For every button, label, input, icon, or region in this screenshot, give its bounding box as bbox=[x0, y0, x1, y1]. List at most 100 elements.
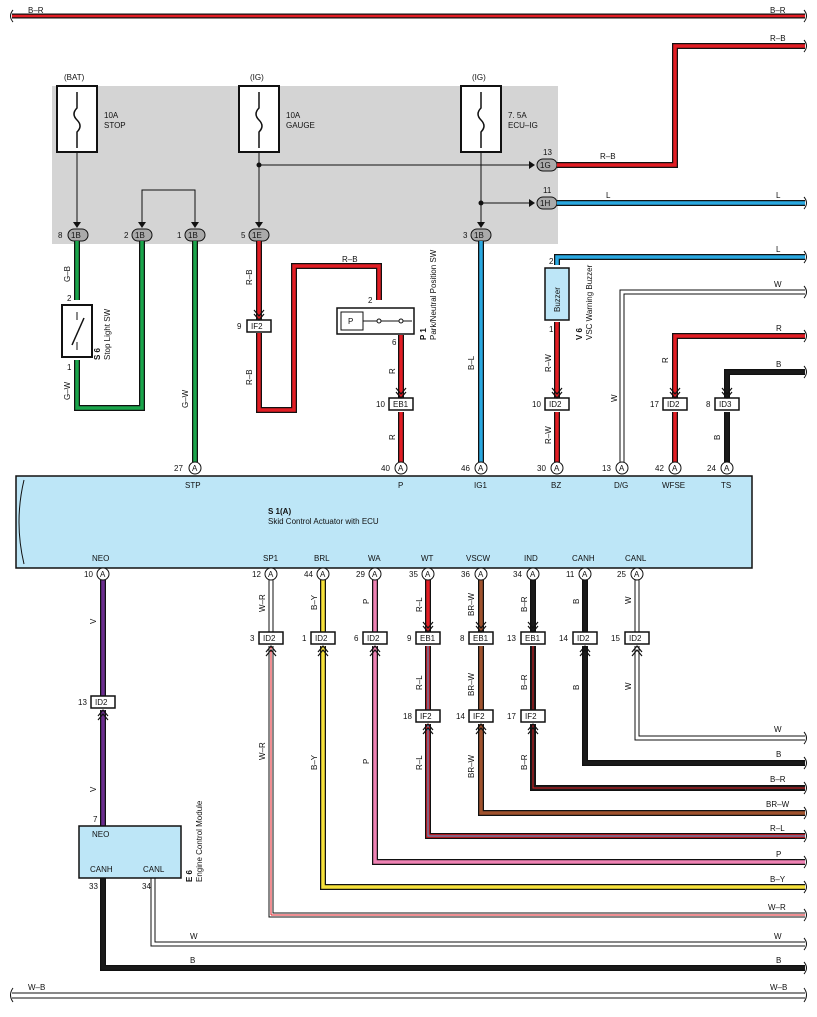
fuse-block-wiring bbox=[76, 152, 533, 226]
svg-text:G–W: G–W bbox=[181, 389, 190, 408]
svg-text:IF2: IF2 bbox=[473, 712, 485, 721]
svg-text:EB1: EB1 bbox=[420, 634, 436, 643]
svg-text:13: 13 bbox=[543, 148, 552, 157]
skid-control-ecu: S 1(A) Skid Control Actuator with ECU bbox=[15, 475, 753, 569]
junction-connector: 1B 3 bbox=[463, 228, 492, 242]
svg-text:10: 10 bbox=[532, 400, 541, 409]
svg-text:1H: 1H bbox=[540, 199, 550, 208]
svg-text:33: 33 bbox=[89, 882, 98, 891]
svg-text:30: 30 bbox=[537, 464, 546, 473]
svg-text:P: P bbox=[776, 850, 781, 859]
svg-text:R–W: R–W bbox=[544, 354, 553, 372]
fuse-icon bbox=[477, 92, 485, 148]
svg-text:STOP: STOP bbox=[104, 121, 126, 130]
svg-text:1B: 1B bbox=[135, 231, 145, 240]
svg-text:G–W: G–W bbox=[63, 381, 72, 400]
svg-text:35: 35 bbox=[409, 570, 418, 579]
svg-text:A: A bbox=[372, 570, 378, 579]
svg-text:B: B bbox=[713, 435, 722, 440]
svg-text:R–B: R–B bbox=[600, 152, 616, 161]
svg-text:13: 13 bbox=[507, 634, 516, 643]
svg-text:Park/Neutral Position SW: Park/Neutral Position SW bbox=[429, 249, 438, 340]
svg-text:27: 27 bbox=[174, 464, 183, 473]
svg-text:S 1(A): S 1(A) bbox=[268, 507, 291, 516]
svg-text:1B: 1B bbox=[474, 231, 484, 240]
svg-text:11: 11 bbox=[566, 570, 575, 579]
svg-text:B: B bbox=[776, 360, 781, 369]
svg-text:ID2: ID2 bbox=[667, 400, 680, 409]
svg-text:D/G: D/G bbox=[614, 481, 628, 490]
svg-text:IF2: IF2 bbox=[251, 322, 263, 331]
svg-text:B: B bbox=[572, 599, 581, 604]
svg-text:6: 6 bbox=[392, 338, 397, 347]
svg-text:ECU–IG: ECU–IG bbox=[508, 121, 538, 130]
connector-eb1: EB1 8 bbox=[460, 631, 494, 645]
svg-text:R: R bbox=[776, 324, 782, 333]
svg-text:A: A bbox=[478, 464, 484, 473]
svg-text:18: 18 bbox=[403, 712, 412, 721]
svg-text:IG1: IG1 bbox=[474, 481, 487, 490]
junction-arrows bbox=[73, 161, 535, 228]
svg-text:W–R: W–R bbox=[258, 742, 267, 760]
stop-light-switch: 2 1 S 6 Stop Light SW bbox=[61, 294, 112, 372]
svg-text:P: P bbox=[348, 317, 353, 326]
svg-text:1: 1 bbox=[177, 231, 182, 240]
svg-text:34: 34 bbox=[513, 570, 522, 579]
svg-text:W: W bbox=[774, 280, 782, 289]
svg-text:7. 5A: 7. 5A bbox=[508, 111, 527, 120]
svg-text:10A: 10A bbox=[104, 111, 119, 120]
svg-text:14: 14 bbox=[559, 634, 568, 643]
fuse-ecu-ig: (IG) 7. 5A ECU–IG bbox=[460, 73, 538, 153]
svg-text:2: 2 bbox=[67, 294, 72, 303]
svg-text:B–R: B–R bbox=[520, 754, 529, 770]
svg-text:2: 2 bbox=[549, 257, 554, 266]
svg-text:A: A bbox=[320, 570, 326, 579]
svg-text:ID2: ID2 bbox=[263, 634, 276, 643]
svg-text:VSCW: VSCW bbox=[466, 554, 490, 563]
svg-text:2: 2 bbox=[124, 231, 129, 240]
svg-text:R–L: R–L bbox=[415, 675, 424, 690]
svg-text:TS: TS bbox=[721, 481, 731, 490]
svg-text:17: 17 bbox=[650, 400, 659, 409]
rail-bottom-wb: W–B W–B bbox=[10, 983, 807, 1003]
svg-text:36: 36 bbox=[461, 570, 470, 579]
svg-text:46: 46 bbox=[461, 464, 470, 473]
connector-chevrons bbox=[97, 309, 733, 735]
connector-id2: ID2 17 bbox=[650, 397, 688, 411]
svg-text:B–Y: B–Y bbox=[770, 875, 786, 884]
svg-text:R–B: R–B bbox=[770, 34, 786, 43]
svg-text:13: 13 bbox=[78, 698, 87, 707]
svg-text:8: 8 bbox=[460, 634, 465, 643]
wire-label-b-ecm-right: B bbox=[776, 956, 781, 965]
wires-white bbox=[150, 289, 805, 947]
svg-text:B–R: B–R bbox=[770, 775, 786, 784]
svg-text:BRL: BRL bbox=[314, 554, 330, 563]
svg-text:1: 1 bbox=[67, 363, 72, 372]
svg-text:2: 2 bbox=[368, 296, 373, 305]
svg-text:A: A bbox=[530, 570, 536, 579]
svg-text:EB1: EB1 bbox=[473, 634, 489, 643]
svg-text:STP: STP bbox=[185, 481, 201, 490]
svg-text:W: W bbox=[624, 596, 633, 604]
svg-text:10: 10 bbox=[376, 400, 385, 409]
svg-text:Buzzer: Buzzer bbox=[553, 287, 562, 312]
rail-top-br: B–R B–R bbox=[10, 6, 807, 23]
svg-text:(IG): (IG) bbox=[472, 73, 486, 82]
fuse-icon bbox=[255, 92, 263, 148]
svg-text:A: A bbox=[192, 464, 198, 473]
svg-text:R–W: R–W bbox=[544, 426, 553, 444]
